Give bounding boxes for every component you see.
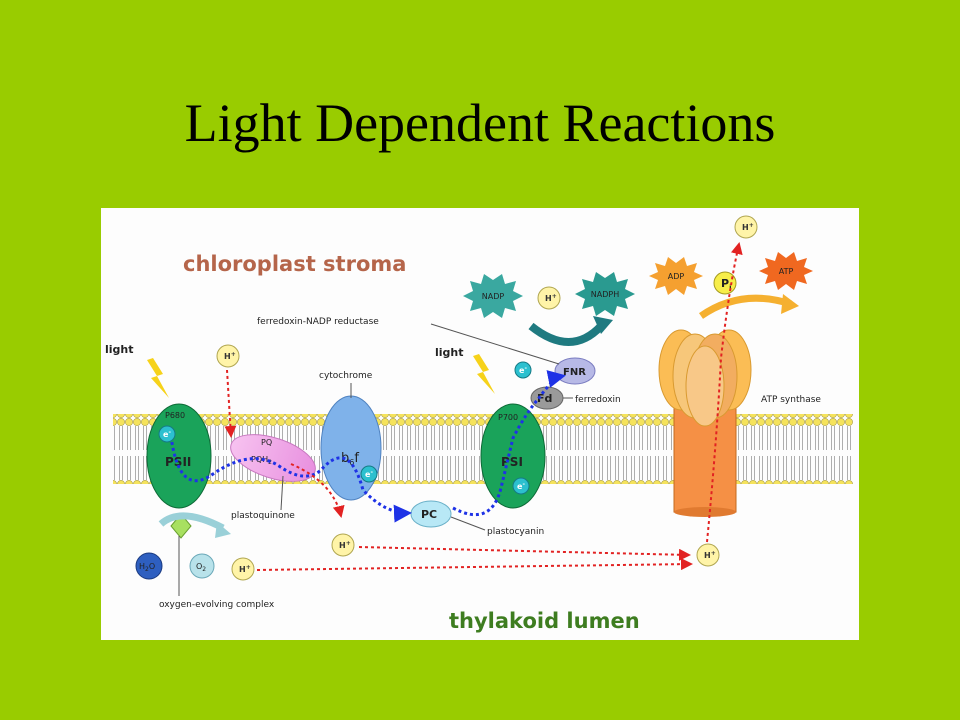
svg-text:H2O: H2O xyxy=(139,562,155,573)
svg-text:O2: O2 xyxy=(196,562,206,573)
svg-text:Fd: Fd xyxy=(537,392,552,405)
fnr-label: ferredoxin-NADP reductase xyxy=(257,317,379,327)
svg-text:PC: PC xyxy=(421,508,437,521)
svg-text:H+: H+ xyxy=(704,550,716,560)
svg-text:P680: P680 xyxy=(165,411,185,420)
electron: e- xyxy=(512,477,530,495)
svg-text:NADP: NADP xyxy=(482,292,505,301)
atp-synthesis-arrow xyxy=(698,294,793,319)
ferredoxin-label: ferredoxin xyxy=(575,395,621,405)
plastoquinone-label: plastoquinone xyxy=(231,511,295,521)
electron: e- xyxy=(514,361,532,379)
light-bolt-1: light xyxy=(105,343,169,398)
svg-text:NADPH: NADPH xyxy=(591,290,619,299)
svg-text:PQ: PQ xyxy=(261,438,272,447)
oec-label: oxygen-evolving complex xyxy=(159,600,275,610)
nadp-molecule: NADP xyxy=(463,274,523,318)
ferredoxin-fd: Fd xyxy=(530,386,564,410)
fnr-enzyme: FNR xyxy=(554,357,596,385)
atp-synthase-complex xyxy=(658,329,752,517)
svg-text:light: light xyxy=(105,343,134,356)
svg-text:e-: e- xyxy=(517,481,525,491)
svg-text:FNR: FNR xyxy=(563,367,586,378)
svg-text:H+: H+ xyxy=(239,564,251,574)
svg-text:PSII: PSII xyxy=(165,455,191,469)
electron-transport-path xyxy=(169,435,412,523)
lumen-label: thylakoid lumen xyxy=(449,609,640,633)
light-bolt-2: light xyxy=(435,346,495,394)
svg-text:H+: H+ xyxy=(339,540,351,550)
photosynthesis-diagram: chloroplast stroma thylakoid lumen ATP s… xyxy=(101,208,859,640)
nadph-molecule: NADPH xyxy=(575,272,635,316)
stroma-label: chloroplast stroma xyxy=(183,252,406,276)
svg-text:e-: e- xyxy=(163,429,171,439)
proton-h-plus: H+ xyxy=(216,344,240,368)
proton-h-plus: H+ xyxy=(734,215,758,239)
photosystem-ii: P680 PSII xyxy=(146,403,212,509)
atp-synthase-label: ATP synthase xyxy=(761,395,821,405)
proton-paths xyxy=(224,242,743,571)
slide-title: Light Dependent Reactions xyxy=(184,93,776,153)
oxygen-evolving-complex xyxy=(158,512,231,596)
pi-molecule: Pi xyxy=(713,271,737,295)
svg-text:e-: e- xyxy=(365,469,373,479)
oxygen-molecule: O2 xyxy=(189,553,215,579)
proton-h-plus: H+ xyxy=(231,557,255,581)
svg-text:P700: P700 xyxy=(498,413,518,422)
svg-text:H+: H+ xyxy=(545,293,557,303)
svg-text:PSI: PSI xyxy=(501,455,523,469)
cytochrome-label: cytochrome xyxy=(319,371,373,381)
water-molecule: H2O xyxy=(135,552,163,580)
svg-text:ATP: ATP xyxy=(779,267,794,276)
svg-text:e-: e- xyxy=(519,365,527,375)
proton-h-plus: H+ xyxy=(696,543,720,567)
cytochrome-b6f: b6f xyxy=(320,395,382,501)
plastocyanin-label: plastocyanin xyxy=(487,527,544,537)
plastocyanin-pc: PC xyxy=(410,500,452,528)
electron: e- xyxy=(360,465,378,483)
atp-molecule: ATP xyxy=(759,252,813,290)
proton-h-plus: H+ xyxy=(537,286,561,310)
nadp-reduction-arrow xyxy=(528,322,604,346)
proton-h-plus: H+ xyxy=(331,533,355,557)
photosystem-i: P700 PSI xyxy=(480,403,546,509)
svg-text:H+: H+ xyxy=(224,351,236,361)
electron: e- xyxy=(158,425,176,443)
adp-molecule: ADP xyxy=(649,257,703,295)
svg-text:light: light xyxy=(435,346,464,359)
svg-text:ADP: ADP xyxy=(668,272,685,281)
svg-text:H+: H+ xyxy=(742,222,754,232)
